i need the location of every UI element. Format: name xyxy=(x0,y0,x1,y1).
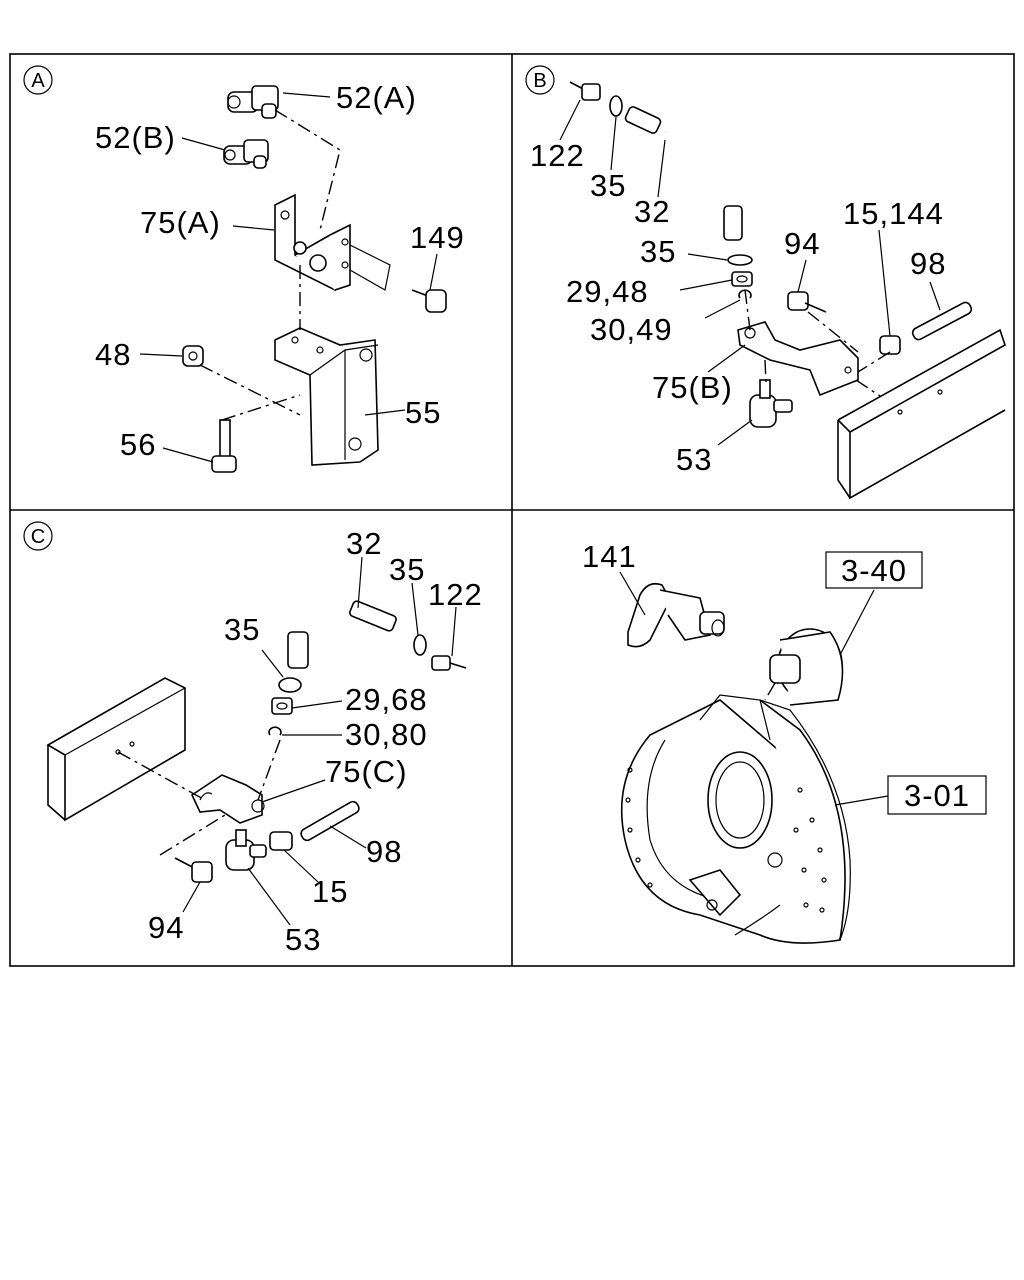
panel-d-leaders xyxy=(619,571,889,806)
label-30-80: 30,80 xyxy=(345,717,428,752)
panel-c: C xyxy=(23,521,483,957)
label-35-c-right: 35 xyxy=(389,552,425,587)
label-29-68: 29,68 xyxy=(345,682,428,717)
part-149-bolt xyxy=(411,289,447,313)
ref-box-3-40 xyxy=(825,551,923,589)
label-35-c-left: 35 xyxy=(224,612,260,647)
label-35-top: 35 xyxy=(590,168,626,203)
part-48-nut xyxy=(182,345,204,367)
label-149: 149 xyxy=(410,220,465,255)
label-ref-3-40: 3-40 xyxy=(841,553,907,588)
part-75b-bracket xyxy=(737,321,859,397)
part-52a-fitting xyxy=(227,85,279,119)
label-122-c: 122 xyxy=(428,577,483,612)
part-94-bolt-c xyxy=(174,857,213,883)
part-98-pipe-c xyxy=(300,800,360,842)
panel-a-marker-circle xyxy=(23,65,53,95)
label-52a: 52(A) xyxy=(336,80,417,115)
ref-box-3-01 xyxy=(887,775,987,815)
panel-b: B xyxy=(525,65,1006,500)
part-32-hose-c xyxy=(287,597,397,669)
frame-rail-c xyxy=(46,677,186,822)
part-32-hose xyxy=(624,106,743,241)
part-56-bolt xyxy=(211,419,237,473)
label-53-c: 53 xyxy=(285,922,321,957)
label-55: 55 xyxy=(405,395,441,430)
label-122: 122 xyxy=(530,138,585,173)
part-75c-bracket xyxy=(190,774,265,824)
part-30-80-clip xyxy=(268,726,282,736)
label-141: 141 xyxy=(582,539,637,574)
label-94: 94 xyxy=(784,226,820,261)
part-15-fitting-c xyxy=(269,831,293,851)
part-53-tee-c xyxy=(225,829,267,871)
part-35-washer-c xyxy=(413,634,427,656)
part-52b-fitting xyxy=(223,139,269,169)
panel-b-marker-circle xyxy=(525,65,555,95)
part-35-washer xyxy=(609,95,623,117)
panel-b-marker: B xyxy=(533,70,546,92)
label-15-144: 15,144 xyxy=(843,196,944,231)
part-122-bleeder-c xyxy=(431,655,467,671)
panel-c-marker: C xyxy=(31,526,45,548)
label-52b: 52(B) xyxy=(95,120,176,155)
label-75b: 75(B) xyxy=(652,370,733,405)
part-brake-assembly xyxy=(620,694,851,944)
label-30-49: 30,49 xyxy=(590,312,673,347)
label-94-c: 94 xyxy=(148,910,184,945)
label-98: 98 xyxy=(910,246,946,281)
label-75c: 75(C) xyxy=(325,754,408,789)
label-98-c: 98 xyxy=(366,834,402,869)
part-35-washer-c2 xyxy=(278,677,302,693)
label-48: 48 xyxy=(95,337,131,372)
part-29-48-nut xyxy=(731,271,753,287)
label-32: 32 xyxy=(634,194,670,229)
panel-a-leaders xyxy=(139,92,438,463)
label-15-c: 15 xyxy=(312,874,348,909)
frame-rail-b xyxy=(837,328,1006,500)
panel-d: 141 3-40 3-01 xyxy=(582,539,987,944)
part-15-144-fitting xyxy=(879,335,901,355)
label-ref-3-01: 3-01 xyxy=(904,778,970,813)
panel-c-marker-circle xyxy=(23,521,53,551)
part-35-washer-2 xyxy=(727,254,753,266)
label-29-48: 29,48 xyxy=(566,274,649,309)
part-55-support xyxy=(274,327,379,466)
label-56: 56 xyxy=(120,427,156,462)
panel-b-leaders xyxy=(559,99,941,446)
part-75a-bracket xyxy=(274,193,391,292)
label-35-mid: 35 xyxy=(640,234,676,269)
panel-a-marker: A xyxy=(31,70,45,92)
panel-c-leaders xyxy=(182,556,457,926)
part-98-pipe xyxy=(911,301,973,341)
part-29-68-nut xyxy=(271,697,293,715)
part-141-switch xyxy=(627,582,725,648)
label-32-c: 32 xyxy=(346,526,382,561)
part-brake-chamber xyxy=(764,628,844,706)
part-94-bolt xyxy=(787,291,827,313)
part-122-bleeder xyxy=(569,81,601,101)
diagram-frame xyxy=(9,53,1015,967)
panel-a: A xyxy=(23,65,465,473)
label-75a: 75(A) xyxy=(140,205,221,240)
part-53-tee xyxy=(749,379,793,428)
label-53: 53 xyxy=(676,442,712,477)
